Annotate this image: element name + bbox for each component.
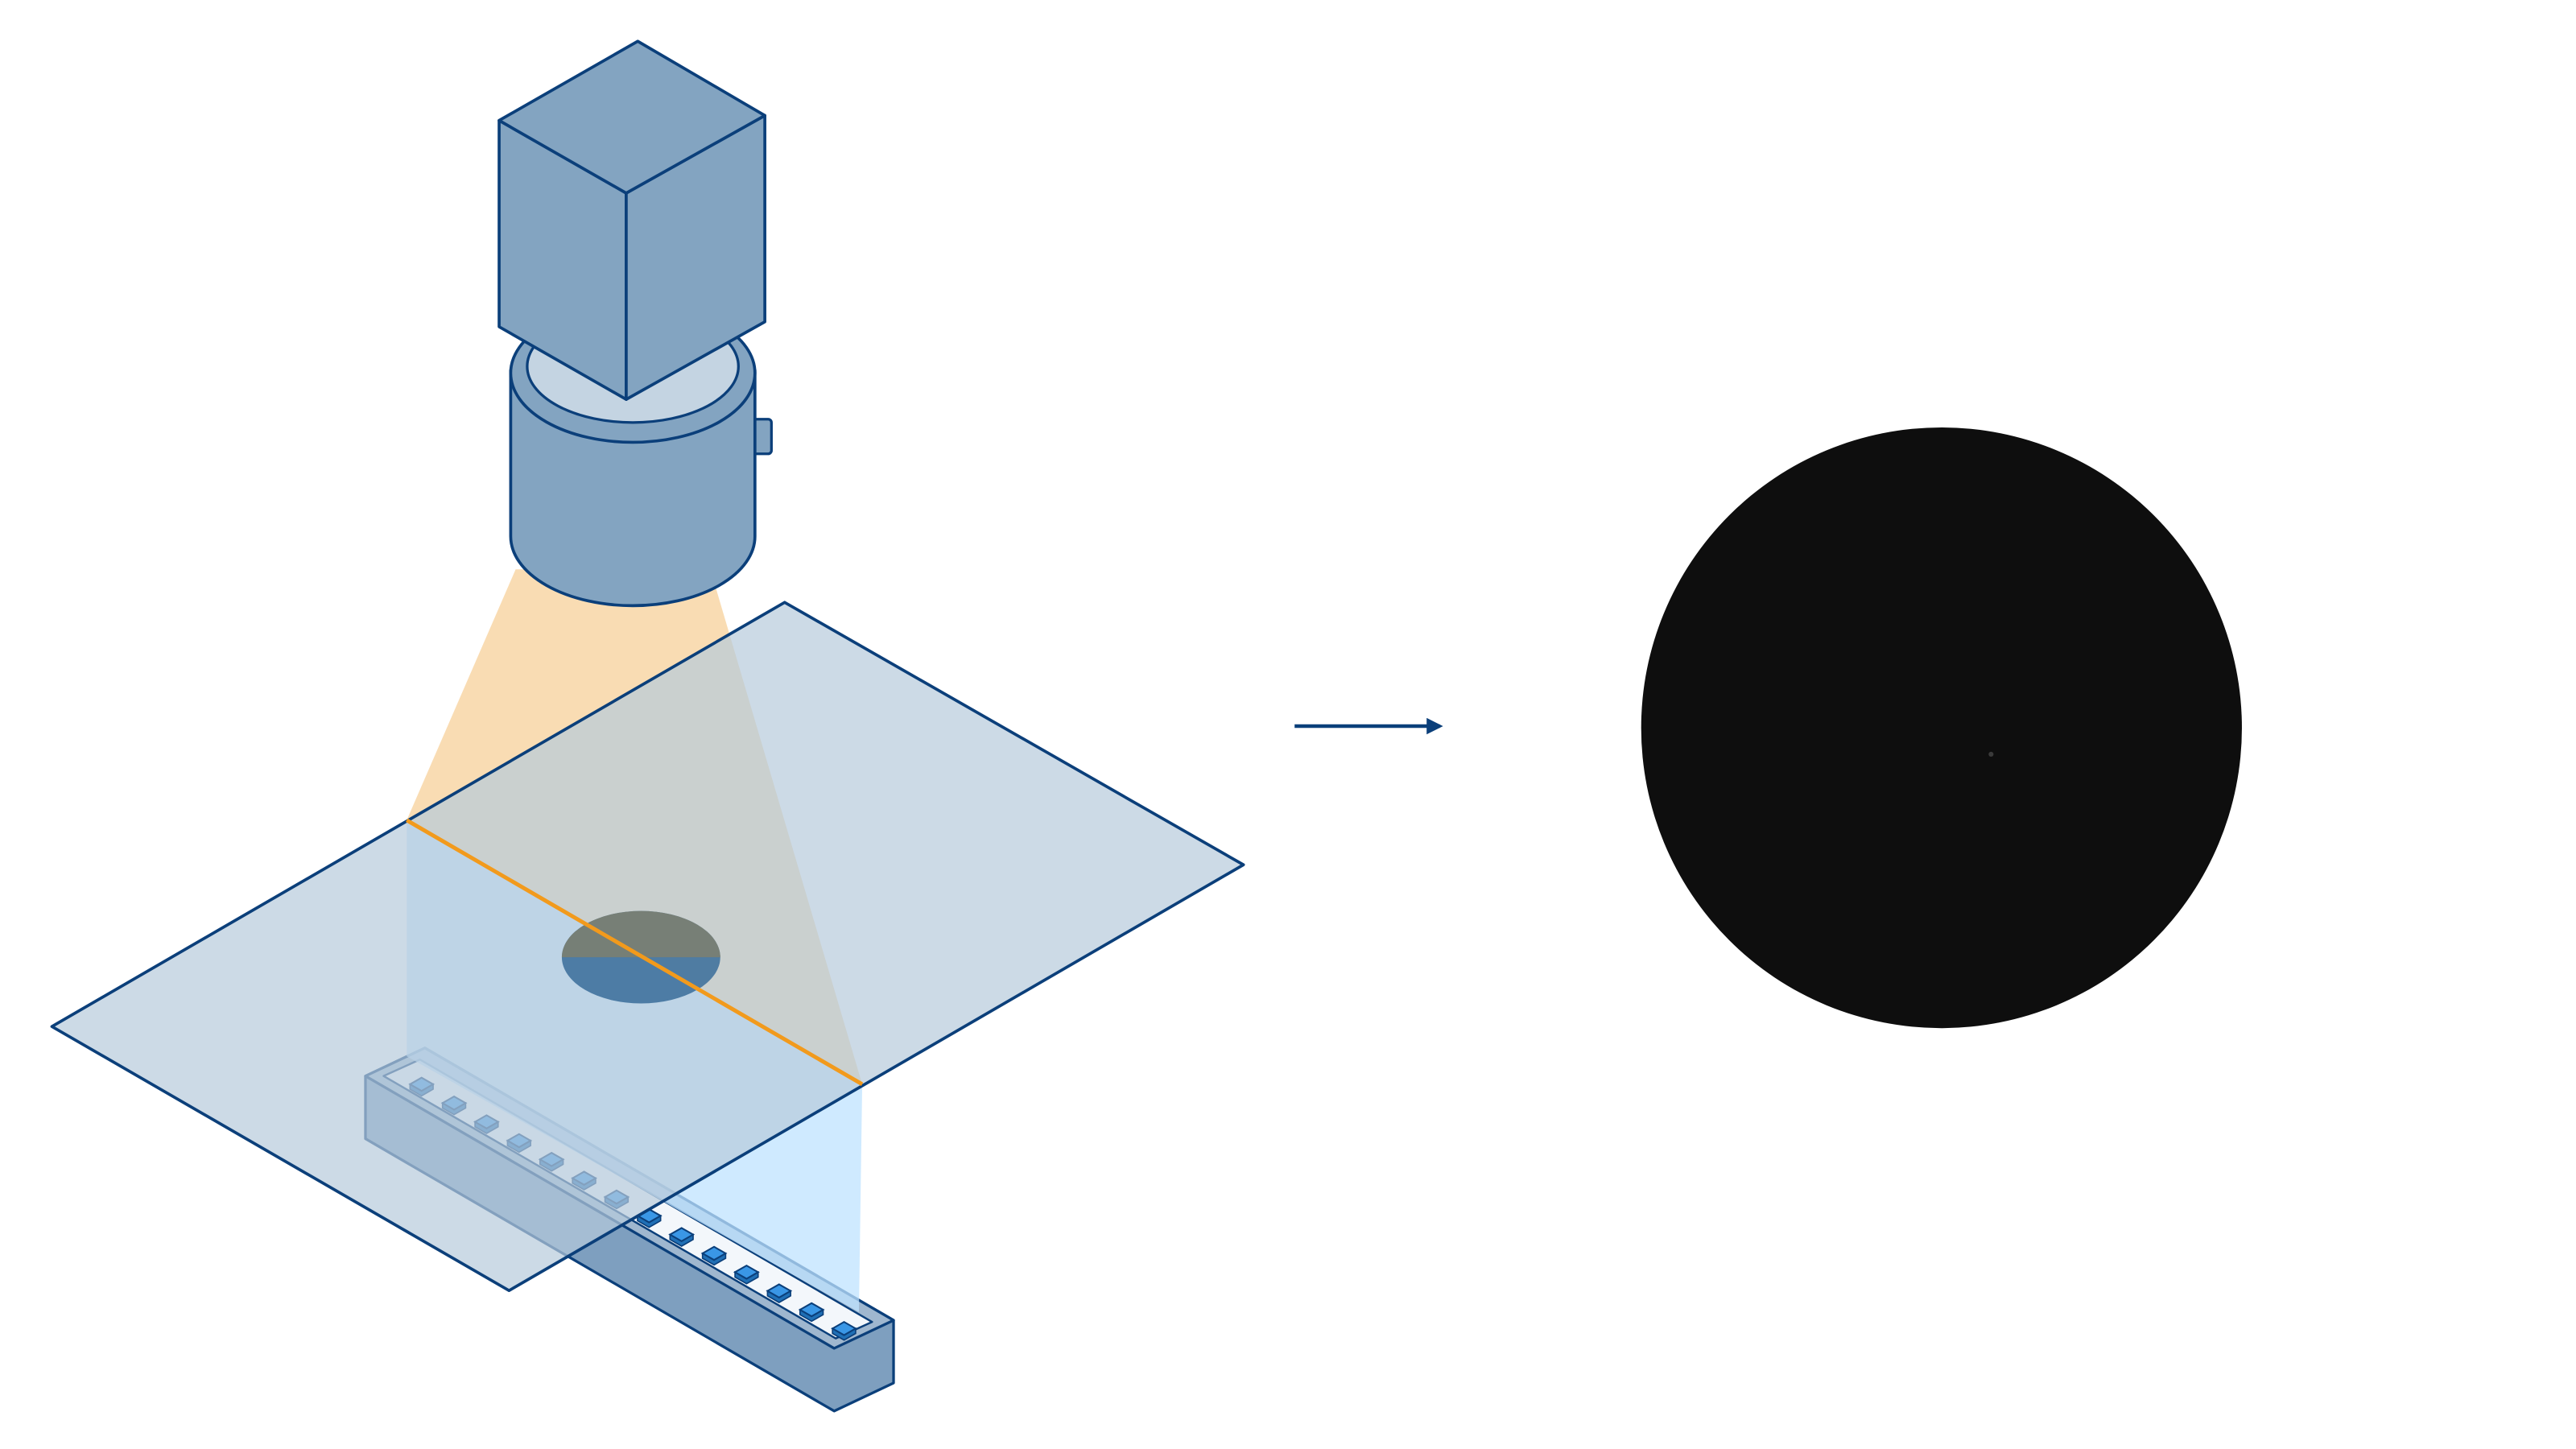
camera-top-face [497, 39, 766, 195]
led-icon [766, 1283, 793, 1303]
silhouette-center-speck [1988, 751, 1994, 757]
backlit-silhouette [1641, 427, 2242, 1029]
object-fov-overlap [561, 910, 720, 958]
led-icon [798, 1302, 825, 1323]
scan-line [406, 818, 864, 1087]
led-icon [668, 1227, 696, 1247]
led-icon [733, 1264, 760, 1285]
led-icon [700, 1245, 728, 1266]
camera-icon [497, 39, 766, 401]
led-icon [831, 1320, 857, 1341]
